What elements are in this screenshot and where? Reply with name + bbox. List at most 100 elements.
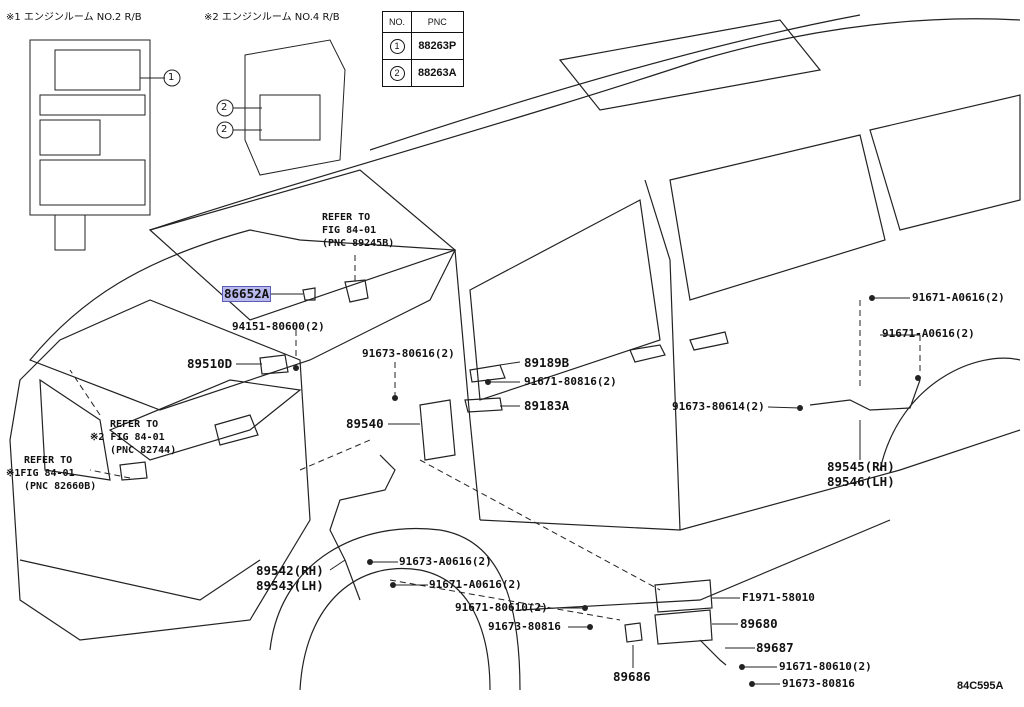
part-label-f1971-58010[interactable]: F1971-58010: [742, 591, 815, 604]
part-label-91671-80610-a[interactable]: 91671-80610(2): [455, 601, 548, 614]
part-label-89543[interactable]: 89543(LH): [256, 578, 324, 593]
sensor-89510d: [259, 354, 289, 375]
relay-box-1-outline: [29, 39, 151, 216]
callout-2a-label: 2: [221, 102, 228, 113]
part-label-89183a[interactable]: 89183A: [524, 398, 570, 413]
part-label-89510d[interactable]: 89510D: [187, 356, 233, 371]
part-label-86652a[interactable]: 86652A: [222, 286, 272, 302]
connector-82744: [214, 414, 259, 446]
bracket-89687: [699, 639, 727, 666]
part-label-89189b[interactable]: 89189B: [524, 355, 570, 370]
bolt-91673-80816-a: [587, 624, 593, 630]
callout-1-circle: [163, 69, 181, 87]
part-label-91673-80816-b[interactable]: 91673-80816: [782, 677, 855, 690]
ref-89245b-line1: REFER TO: [322, 212, 371, 223]
rear-wheel-arch: [879, 357, 1021, 471]
part-label-94151-80600[interactable]: 94151-80600(2): [232, 320, 325, 333]
part-label-91671-80610-b[interactable]: 91671-80610(2): [779, 660, 872, 673]
part-86652a: [302, 287, 316, 301]
ref-82660b-line2: ※1FIG 84-01: [6, 468, 75, 479]
grille: [39, 378, 111, 481]
bolt-91673-a0616: [367, 559, 373, 565]
figure-code: 84C595A: [957, 680, 1004, 692]
bolt-91673-80616: [392, 395, 398, 401]
pnc-row-code[interactable]: 88263P: [411, 32, 464, 60]
rear-window: [869, 94, 1021, 231]
ecu-89680: [654, 609, 713, 645]
callout-2b-circle: [216, 121, 234, 139]
part-f1971: [654, 579, 713, 613]
pnc-row-code[interactable]: 88263A: [411, 59, 464, 87]
pnc-header-no: NO.: [381, 11, 413, 33]
inset-2-title: ※2 エンジンルーム NO.4 R/B: [204, 12, 340, 23]
front-wheel-arch: [269, 527, 521, 691]
bumper: [19, 559, 261, 601]
bolt-91671-80610-a: [582, 605, 588, 611]
part-label-91673-80614[interactable]: 91673-80614(2): [672, 400, 765, 413]
bolt-91671-80610-b: [739, 664, 745, 670]
part-label-91673-80816-a[interactable]: 91673-80816: [488, 620, 561, 633]
sliding-door-handle: [689, 331, 729, 351]
ecu-89540: [419, 399, 456, 461]
bolt-91673-80614: [797, 405, 803, 411]
bolt-91671-a0616-b: [915, 375, 921, 381]
part-label-89545[interactable]: 89545(RH): [827, 459, 895, 474]
bracket-89189b: [469, 364, 506, 383]
front-door-handle: [629, 344, 666, 363]
part-label-89680[interactable]: 89680: [740, 616, 778, 631]
bolt-94151: [293, 365, 299, 371]
bolt-91673-80816-b: [749, 681, 755, 687]
side-body: [479, 429, 1021, 531]
part-label-89687[interactable]: 89687: [756, 640, 794, 655]
ref-82744-line2: ※2 FIG 84-01: [90, 432, 165, 443]
callout-2b-label: 2: [221, 124, 228, 135]
connector-82660b: [119, 461, 148, 481]
part-label-91673-a0616[interactable]: 91673-A0616(2): [399, 555, 492, 568]
headlight: [108, 379, 302, 461]
hood: [29, 229, 456, 411]
inset-1-title: ※1 エンジンルーム NO.2 R/B: [6, 12, 142, 23]
part-label-91671-a0616[interactable]: 91671-A0616(2): [429, 578, 522, 591]
pnc-table: NO. PNC 1 88263P 2 88263A: [381, 11, 464, 87]
front-wiring: [329, 454, 396, 601]
part-label-91671-80816[interactable]: 91671-80816(2): [524, 375, 617, 388]
relay-box-1-relays: [54, 49, 141, 91]
ref-89245b-line2: FIG 84-01: [322, 225, 377, 236]
rocker: [519, 519, 891, 611]
part-label-91671-a0616-rear2[interactable]: 91671-A0616(2): [882, 327, 975, 340]
b-pillar: [644, 179, 681, 531]
relay-box-2-outline: [244, 39, 346, 176]
sunroof: [558, 19, 822, 111]
ref-82744-line3[interactable]: (PNC 82744): [110, 445, 177, 456]
part-label-91673-80616[interactable]: 91673-80616(2): [362, 347, 455, 360]
callout-2a-circle: [216, 99, 234, 117]
rear-wiring: [809, 379, 921, 411]
car-roof-line: [149, 18, 1021, 231]
part-label-89686[interactable]: 89686: [613, 669, 651, 684]
part-label-89540[interactable]: 89540: [346, 416, 384, 431]
a-pillar: [454, 249, 481, 521]
ref-82660b-line1: REFER TO: [24, 455, 73, 466]
car-front: [9, 299, 311, 641]
car-roof-inner: [369, 14, 861, 151]
bolt-91671-a0616-a: [869, 295, 875, 301]
pnc-header-pnc: PNC: [411, 11, 464, 33]
ref-82660b-line3[interactable]: (PNC 82660B): [24, 481, 97, 492]
part-label-91671-a0616-rear1[interactable]: 91671-A0616(2): [912, 291, 1005, 304]
bracket-89183a: [464, 397, 503, 413]
ref-89245b-line3[interactable]: (PNC 89245B): [322, 238, 395, 249]
part-label-89542[interactable]: 89542(RH): [256, 563, 324, 578]
bolt-91671-80816: [485, 379, 491, 385]
bracket-89686: [624, 622, 643, 643]
front-window: [469, 199, 661, 401]
ref-82744-line1: REFER TO: [110, 419, 159, 430]
pnc-row-no: 2: [381, 59, 413, 87]
pnc-row-no: 1: [381, 32, 413, 60]
sliding-door-window: [669, 134, 886, 301]
part-label-89546[interactable]: 89546(LH): [827, 474, 895, 489]
sensor-89245b: [344, 279, 369, 303]
windshield: [148, 169, 457, 321]
bolt-91671-a0616-c: [390, 582, 396, 588]
callout-1-label: 1: [168, 72, 175, 83]
